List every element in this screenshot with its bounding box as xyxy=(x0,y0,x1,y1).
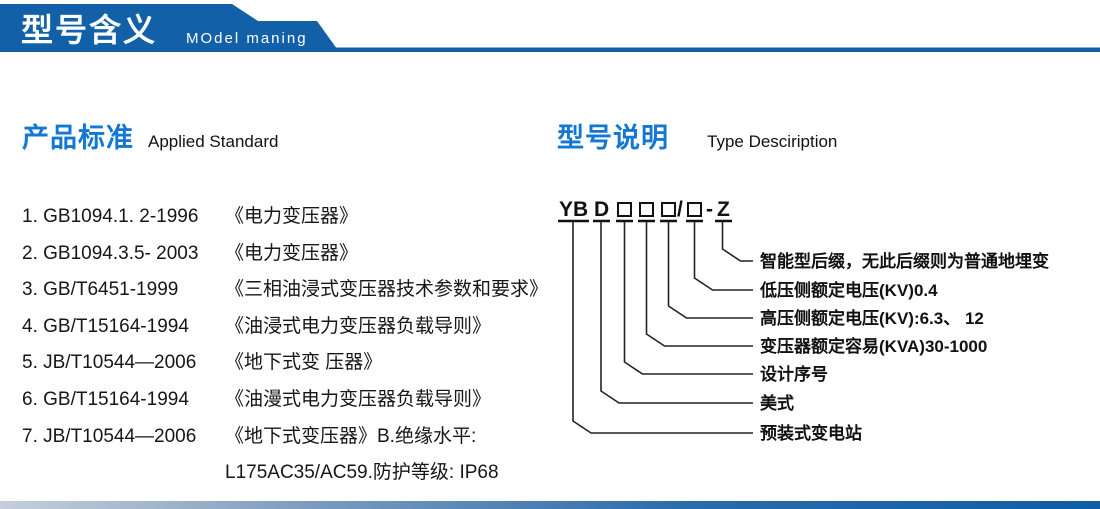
page-title: 型号含义 xyxy=(21,12,158,48)
model-box-placeholder-3 xyxy=(661,202,676,217)
standard-title: 《三相油浸式变压器技术参数和要求》 xyxy=(225,279,549,301)
model-label-prefab-substation: 预装式变电站 xyxy=(760,423,862,443)
connector-line-box4 xyxy=(693,222,753,291)
standard-title: 《电力变压器》 xyxy=(225,242,359,264)
model-label-hv-voltage: 高压侧额定电压(KV):6.3、 12 xyxy=(760,308,984,328)
standard-item: 7. JB/T10544—2006 《地下式变压器》B.绝缘水平: xyxy=(22,419,557,456)
header-band-shape xyxy=(0,4,1100,52)
model-heading: 型号说明 Type Desciription xyxy=(557,116,1100,155)
model-code-yb: YB xyxy=(559,198,588,221)
model-box-placeholder-1 xyxy=(617,202,632,217)
model-heading-en: Type Desciription xyxy=(707,132,838,151)
standard-code: 2. GB1094.3.5- 2003 xyxy=(22,242,199,264)
model-heading-cn: 型号说明 xyxy=(557,123,669,153)
standard-code: 7. JB/T10544—2006 xyxy=(22,425,197,447)
connector-line-yb xyxy=(572,222,753,434)
model-box-placeholder-4 xyxy=(687,202,702,217)
standard-item: 5. JB/T10544—2006 《地下式变 压器》 xyxy=(22,345,557,382)
standard-item: 4. GB/T15164-1994 《油浸式电力变压器负载导则》 xyxy=(22,309,557,346)
standard-item: 2. GB1094.3.5- 2003 《电力变压器》 xyxy=(22,236,557,273)
standard-title: 《油浸式电力变压器负载导则》 xyxy=(225,315,492,337)
footer-bar xyxy=(0,501,1100,509)
standards-section: 产品标准 Applied Standard 1. GB1094.1. 2-199… xyxy=(22,116,557,492)
model-code-d: D xyxy=(594,198,609,221)
connector-line-d xyxy=(600,222,753,404)
model-label-american-type: 美式 xyxy=(760,393,794,413)
standard-item-continuation: L175AC35/AC59.防护等级: IP68 xyxy=(22,455,557,492)
connector-line-box1 xyxy=(623,222,753,375)
model-section: 型号说明 Type Desciription YB D / - Z 智能型后缀，… xyxy=(557,116,1100,449)
standards-heading-en: Applied Standard xyxy=(148,132,279,151)
standard-code xyxy=(22,455,225,492)
connector-line-box3 xyxy=(667,222,753,319)
model-label-design-serial: 设计序号 xyxy=(760,364,828,384)
standard-item: 6. GB/T15164-1994 《油漫式电力变压器负载导则》 xyxy=(22,382,557,419)
standard-title: 《电力变压器》 xyxy=(225,206,359,227)
standard-title: 《油漫式电力变压器负载导则》 xyxy=(225,388,492,410)
standards-heading-cn: 产品标准 xyxy=(22,123,134,153)
model-label-lv-voltage: 低压侧额定电压(KV)0.4 xyxy=(759,280,938,300)
standard-code: 3. GB/T6451-1999 xyxy=(22,279,179,301)
model-code-slash: / xyxy=(677,198,683,221)
standard-code: 1. GB1094.1. 2-1996 xyxy=(22,206,199,227)
model-code-dash: - xyxy=(706,198,713,221)
model-box-placeholder-2 xyxy=(639,202,654,217)
standard-code: 4. GB/T15164-1994 xyxy=(22,315,189,337)
model-code-diagram: YB D / - Z 智能型后缀，无此后缀则为普通地埋变 低压侧额定电压(KV)… xyxy=(558,198,1049,443)
model-label-capacity: 变压器额定容易(KVA)30-1000 xyxy=(760,336,987,356)
standard-item: 3. GB/T6451-1999 《三相油浸式变压器技术参数和要求》 xyxy=(22,272,557,309)
standards-list: 1. GB1094.1. 2-1996 《电力变压器》 2. GB1094.3.… xyxy=(22,199,557,492)
header-band xyxy=(0,4,1100,52)
standard-title: 《地下式变 压器》 xyxy=(225,352,383,374)
standard-code: 6. GB/T15164-1994 xyxy=(22,388,189,410)
standard-code: 5. JB/T10544—2006 xyxy=(22,352,197,374)
connector-line-z xyxy=(721,222,753,262)
standards-heading: 产品标准 Applied Standard xyxy=(22,116,557,155)
standard-title: L175AC35/AC59.防护等级: IP68 xyxy=(225,462,499,484)
standard-title: 《地下式变压器》B.绝缘水平: xyxy=(225,425,477,447)
model-code-z: Z xyxy=(717,198,730,221)
standard-item: 1. GB1094.1. 2-1996 《电力变压器》 xyxy=(22,199,557,236)
model-label-suffix: 智能型后缀，无此后缀则为普通地埋变 xyxy=(760,251,1049,271)
connector-line-box2 xyxy=(645,222,753,347)
page-subtitle: MOdel maning xyxy=(186,30,308,47)
